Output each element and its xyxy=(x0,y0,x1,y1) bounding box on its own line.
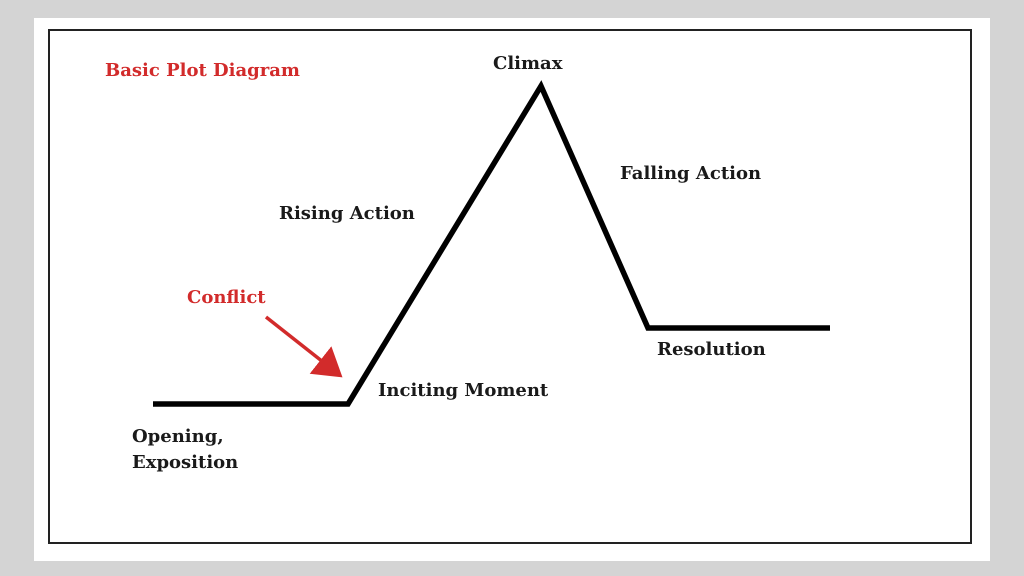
diagram-title: Basic Plot Diagram xyxy=(105,60,300,81)
exposition-label: Exposition xyxy=(132,452,239,473)
opening-label: Opening, xyxy=(132,426,224,447)
falling-action-label: Falling Action xyxy=(620,163,762,184)
inciting-moment-label: Inciting Moment xyxy=(378,380,549,401)
conflict-label: Conflict xyxy=(187,287,266,308)
diagram-frame xyxy=(48,29,972,544)
conflict-arrow xyxy=(264,315,343,378)
rising-action-label: Rising Action xyxy=(279,203,415,224)
plot-line xyxy=(153,80,830,407)
climax-label: Climax xyxy=(493,53,563,74)
slide-background xyxy=(34,18,990,561)
resolution-label: Resolution xyxy=(657,339,766,360)
